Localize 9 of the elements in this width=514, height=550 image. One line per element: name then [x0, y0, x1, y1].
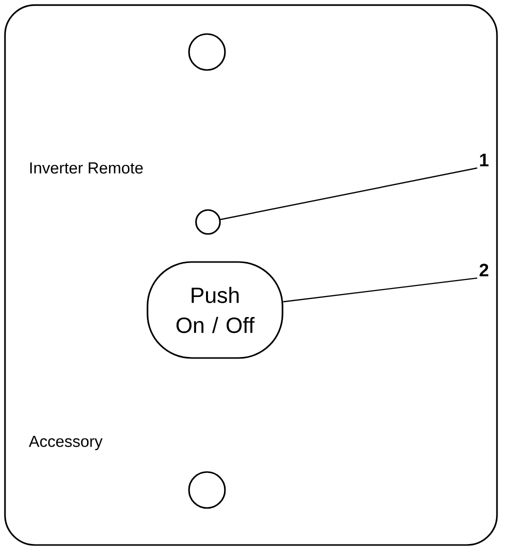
callout-number: 2 [480, 264, 488, 276]
callout-number: 1 [480, 154, 488, 166]
leader-line [220, 167, 478, 220]
push-button: Push On / Off [146, 261, 284, 359]
indicator-light [195, 209, 221, 235]
leader-line [283, 278, 478, 302]
panel-label: Inverter Remote [30, 162, 143, 174]
panel-label: Accessory [28, 436, 103, 450]
panel [4, 4, 498, 546]
